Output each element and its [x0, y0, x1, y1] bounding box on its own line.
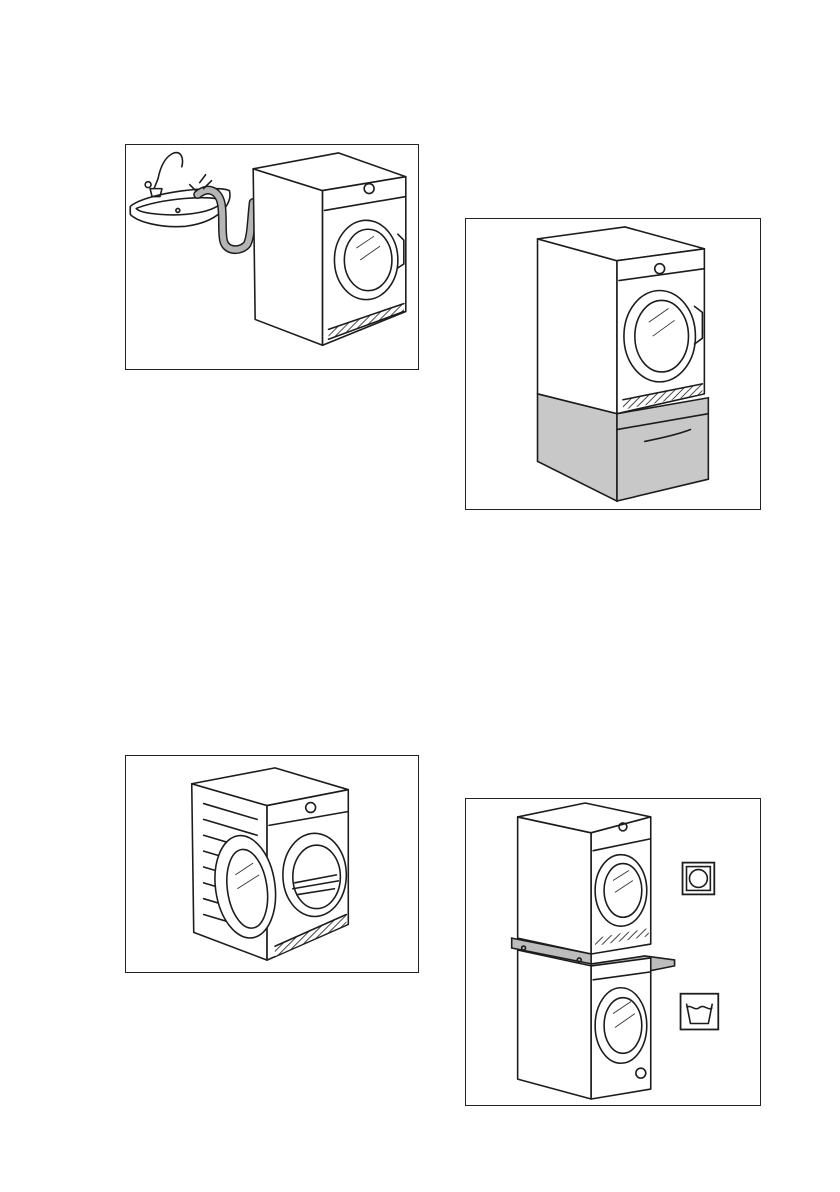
- dryer-side: [538, 239, 617, 414]
- dryer-side: [518, 817, 592, 954]
- dryer-side: [253, 169, 322, 345]
- figure-stacked: [465, 798, 761, 1106]
- dryer-door-open-drum-illustration: [126, 756, 418, 972]
- dryer-door: [595, 855, 647, 927]
- washer-side: [518, 950, 592, 1099]
- pedestal-front: [617, 398, 708, 501]
- washer-door: [595, 988, 647, 1063]
- washing-machine-symbol-icon: [681, 994, 719, 1030]
- dryer-drain-hose-to-sink-illustration: [126, 145, 418, 369]
- tumble-dryer-symbol-icon: [683, 863, 715, 895]
- figure-drain-hose: [125, 144, 419, 370]
- dryer-stacked-on-washer-illustration: [466, 799, 760, 1105]
- figure-door-open: [125, 755, 419, 973]
- figure-pedestal: [465, 218, 761, 510]
- dryer-on-pedestal-drawer-illustration: [466, 219, 760, 509]
- faucet: [154, 153, 182, 189]
